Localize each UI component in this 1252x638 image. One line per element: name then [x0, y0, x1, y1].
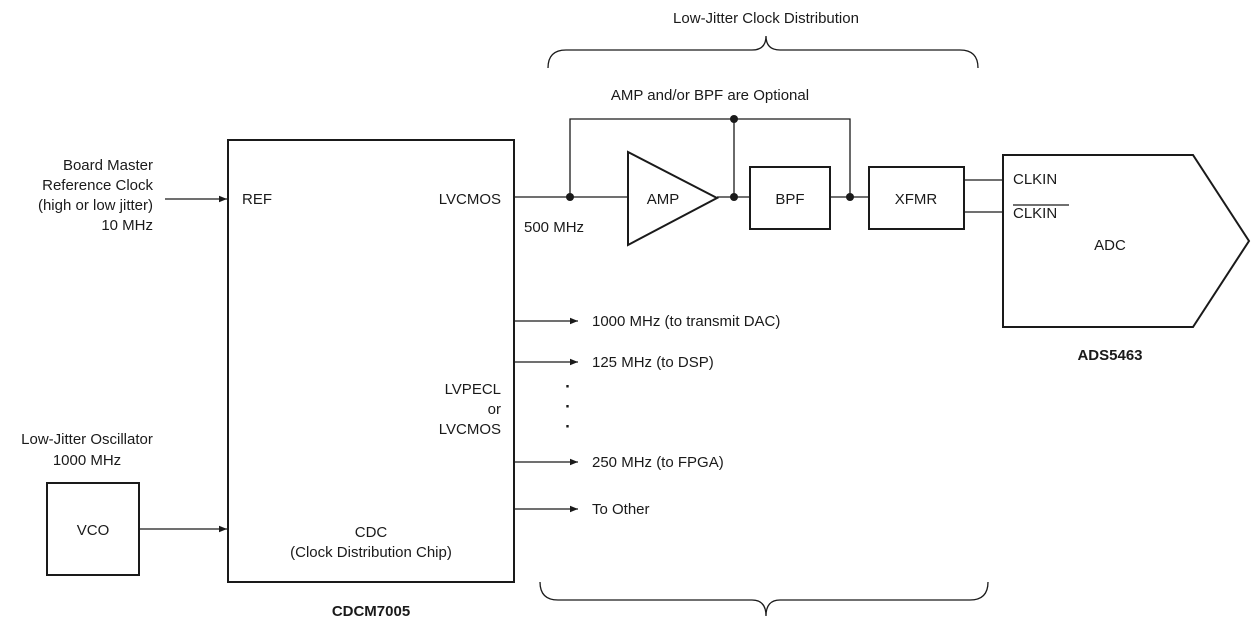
svg-text:LVCMOS: LVCMOS: [439, 421, 501, 438]
output-label-250mhz: 250 MHz (to FPGA): [592, 454, 724, 471]
amp-label: AMP: [647, 191, 680, 208]
junction-dot: [730, 193, 738, 201]
ellipsis-dot: ·: [565, 417, 571, 436]
adc-block: [1002, 154, 1251, 328]
svg-text:(high or low jitter): (high or low jitter): [38, 197, 153, 214]
xfmr-block: [868, 166, 965, 230]
freq-500-label: 500 MHz: [524, 219, 584, 236]
xfmr-label: XFMR: [895, 191, 938, 208]
cdc-chip-block: [227, 139, 515, 583]
ellipsis-dot: ·: [565, 397, 571, 416]
svg-text:Low-Jitter Oscillator: Low-Jitter Oscillator: [21, 431, 153, 448]
output-label-125mhz: 125 MHz (to DSP): [592, 354, 714, 371]
junction-dot: [566, 193, 574, 201]
svg-text:10 MHz: 10 MHz: [101, 217, 153, 234]
output-label-1000mhz: 1000 MHz (to transmit DAC): [592, 313, 780, 330]
ellipsis-dot: ·: [565, 377, 571, 396]
output-label-other: To Other: [592, 501, 650, 518]
cdc-name-line2: (Clock Distribution Chip): [290, 544, 452, 561]
bypass-amp-line: [569, 118, 735, 197]
clkin-bar-label: CLKIN: [1013, 205, 1057, 222]
vco-label: VCO: [77, 522, 110, 539]
junction-dot: [846, 193, 854, 201]
top-title: Low-Jitter Clock Distribution: [673, 10, 859, 27]
reference-clock-label: Board Master Reference Clock (high or lo…: [38, 157, 154, 234]
lvpecl-pin-label: LVPECL or LVCMOS: [439, 381, 501, 438]
svg-text:LVPECL: LVPECL: [445, 381, 501, 398]
clkin-label: CLKIN: [1013, 171, 1057, 188]
lvcmos-pin-label: LVCMOS: [439, 191, 501, 208]
amp-block: [627, 150, 720, 247]
bypass-all-line: [734, 118, 851, 197]
junction-dot: [730, 115, 738, 123]
bottom-brace: [539, 581, 989, 617]
svg-text:or: or: [488, 401, 501, 418]
adc-label: ADC: [1094, 237, 1126, 254]
ref-pin-label: REF: [242, 191, 272, 208]
bpf-label: BPF: [775, 191, 804, 208]
svg-text:Reference Clock: Reference Clock: [42, 177, 153, 194]
bpf-block: [749, 166, 831, 230]
cdc-name-line1: CDC: [355, 524, 388, 541]
oscillator-label: Low-Jitter Oscillator 1000 MHz: [21, 431, 153, 469]
adc-part-number: ADS5463: [1077, 347, 1142, 364]
optional-note: AMP and/or BPF are Optional: [611, 87, 809, 104]
top-brace: [547, 35, 979, 69]
svg-text:1000 MHz: 1000 MHz: [53, 452, 121, 469]
svg-text:Board Master: Board Master: [63, 157, 153, 174]
cdc-part-number: CDCM7005: [332, 603, 410, 620]
